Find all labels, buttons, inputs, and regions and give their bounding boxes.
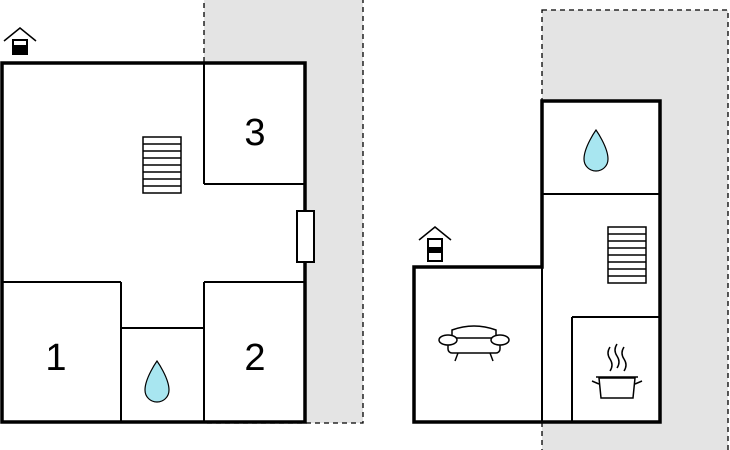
entrance-icon [418,226,452,262]
window-icon [296,210,315,263]
exterior-wall-right [412,99,662,424]
room-2-label: 2 [244,337,265,379]
floor-plan-left: 3 1 2 [0,0,364,424]
entrance-icon [3,27,37,55]
interior-walls-right [541,193,660,422]
room-1-label: 1 [45,337,66,379]
interior-walls-left [2,63,305,422]
floor-plan-right [412,9,729,450]
bathroom-icon [144,359,170,403]
room-3-label: 3 [244,112,265,154]
stairs-icon [142,136,182,194]
cooking-pot-icon [591,343,643,399]
bathroom-icon [583,128,609,172]
stairs-icon [607,226,647,284]
sofa-icon [438,325,510,362]
floor-left-fill [2,63,305,422]
